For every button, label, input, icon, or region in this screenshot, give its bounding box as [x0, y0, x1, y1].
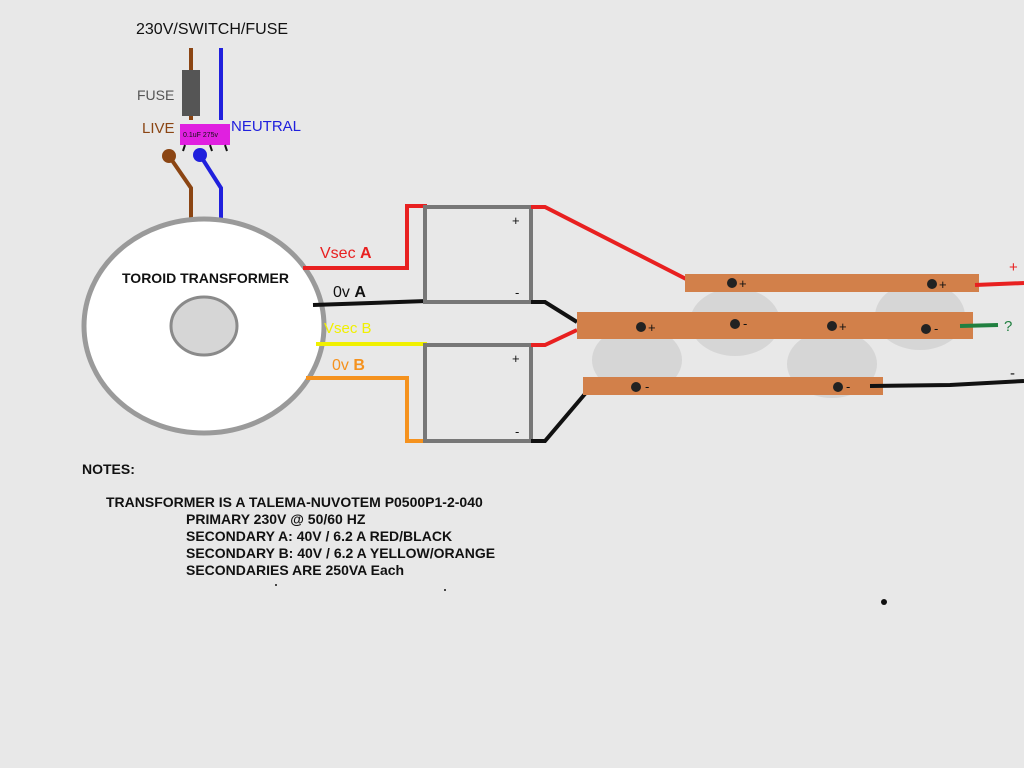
zero-a-wire	[312, 299, 428, 307]
bus-marker: +	[648, 320, 656, 335]
note-secondaries: SECONDARIES ARE 250VA Each	[186, 562, 405, 578]
zero-a-label: 0v A	[333, 284, 366, 301]
toroid-core-hole	[169, 295, 239, 357]
note-primary: PRIMARY 230V @ 50/60 HZ	[186, 511, 366, 527]
vsec-a-wire	[303, 204, 427, 270]
negative-output-wire	[869, 379, 1024, 388]
bridge-b-minus: -	[515, 424, 519, 439]
positive-output-label: +	[1009, 259, 1018, 276]
fuse-body	[182, 70, 200, 116]
bridge-a-plus-wire	[531, 205, 691, 283]
bus-marker: +	[739, 276, 747, 291]
bus-marker: -	[934, 321, 938, 336]
fuse-label: FUSE	[137, 87, 174, 103]
bus-screw	[730, 319, 740, 329]
bridge-a-minus: -	[515, 285, 519, 300]
negative-bus-terminals: - -	[631, 379, 850, 394]
vsec-a-label: Vsec A	[320, 245, 372, 262]
bridge-a-plus: +	[512, 213, 520, 228]
bus-marker: +	[839, 319, 847, 334]
capacitor-lead-left	[182, 144, 186, 152]
bus-marker: +	[939, 277, 947, 292]
ground-bus-terminals: + - + -	[636, 316, 938, 336]
stray-dot	[444, 589, 446, 591]
capacitor-label: 0.1uF 275v	[183, 132, 219, 139]
vsec-b-label: Vsec B	[324, 320, 372, 337]
bus-marker: -	[743, 316, 747, 331]
negative-bus-bar	[583, 377, 883, 395]
positive-bus-bar	[685, 274, 979, 292]
bridge-rectifier-b	[423, 343, 533, 443]
ground-output-label: ?	[1004, 318, 1012, 335]
zero-a-suffix: A	[354, 284, 366, 301]
note-transformer: TRANSFORMER IS A TALEMA-NUVOTEM P0500P1-…	[106, 494, 483, 510]
bus-marker: -	[645, 379, 649, 394]
capacitor-lead-right	[224, 144, 228, 152]
zero-a-prefix: 0v	[333, 284, 354, 301]
zero-b-wire	[306, 376, 427, 443]
notes-block: NOTES: TRANSFORMER IS A TALEMA-NUVOTEM P…	[82, 461, 495, 579]
bus-screw	[827, 321, 837, 331]
bus-screw	[833, 382, 843, 392]
positive-bus-terminals: + +	[727, 276, 947, 292]
bus-marker: -	[846, 379, 850, 394]
stray-dot	[881, 599, 887, 605]
supply-title: 230V/SWITCH/FUSE	[136, 21, 288, 38]
zero-b-prefix: 0v	[332, 357, 353, 374]
bus-screw	[921, 324, 931, 334]
neutral-label: NEUTRAL	[231, 118, 301, 135]
bridge-a-minus-wire	[531, 300, 579, 324]
bus-screw	[636, 322, 646, 332]
note-secondary-a: SECONDARY A: 40V / 6.2 A RED/BLACK	[186, 528, 453, 544]
live-label: LIVE	[142, 120, 175, 137]
capacitor	[180, 124, 230, 145]
negative-output-label: -	[1010, 365, 1015, 382]
bus-screw	[927, 279, 937, 289]
bridge-b-plus-wire	[531, 328, 578, 347]
bus-screw	[631, 382, 641, 392]
stray-dot	[275, 584, 277, 586]
vsec-a-suffix: A	[360, 245, 372, 262]
bridge-b-minus-wire	[531, 386, 592, 443]
positive-output-wire	[974, 281, 1024, 287]
bus-screw	[727, 278, 737, 288]
note-secondary-b: SECONDARY B: 40V / 6.2 A YELLOW/ORANGE	[186, 545, 496, 561]
capacitor-lead-mid	[209, 144, 213, 152]
vsec-a-prefix: Vsec	[320, 245, 360, 262]
ground-output-wire	[959, 323, 999, 328]
neutral-wire-lower	[198, 153, 223, 218]
zero-b-label: 0v B	[332, 357, 365, 374]
bridge-b-plus: +	[512, 351, 520, 366]
transformer-label: TOROID TRANSFORMER	[122, 270, 289, 286]
zero-b-suffix: B	[353, 357, 365, 374]
bridge-rectifier-a	[423, 205, 533, 304]
notes-heading: NOTES:	[82, 461, 135, 477]
live-wire-lower	[167, 154, 193, 218]
